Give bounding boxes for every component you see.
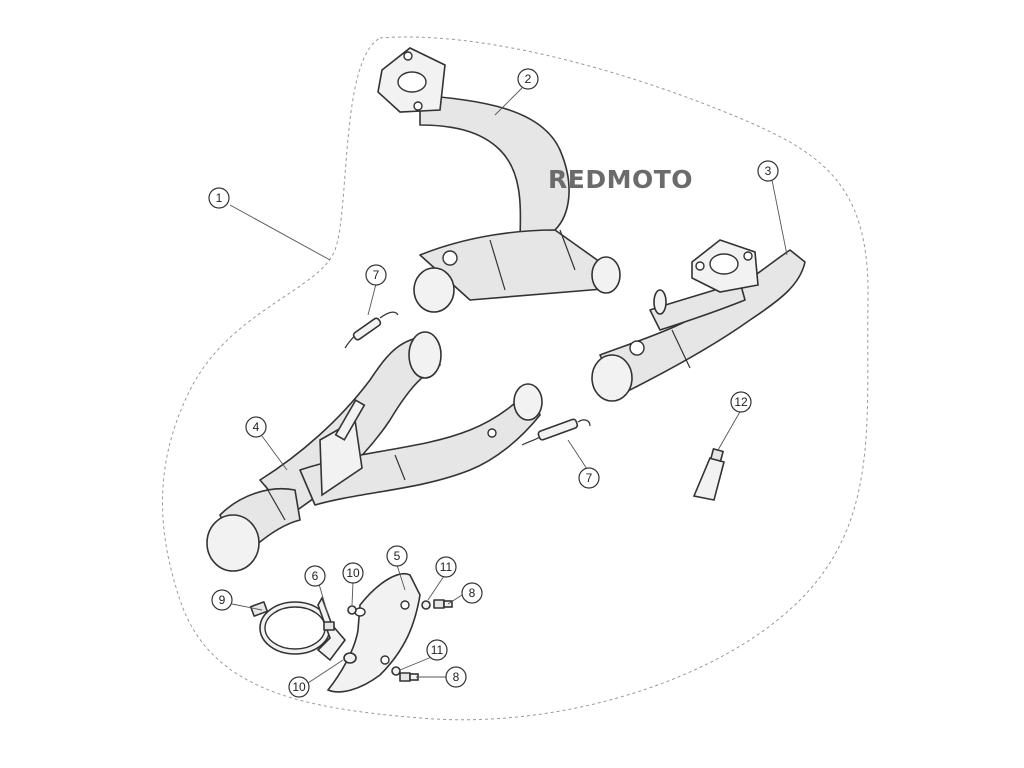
callout-8-upper: 8 xyxy=(461,582,483,604)
washer-11-upper xyxy=(421,600,431,610)
callout-7-upper: 7 xyxy=(365,264,387,286)
washer-10-upper xyxy=(347,605,357,615)
callout-2: 2 xyxy=(517,68,539,90)
callout-11-lower: 11 xyxy=(426,639,448,661)
svg-text:10: 10 xyxy=(292,680,306,694)
sealant-tube xyxy=(692,448,725,501)
callout-8-lower: 8 xyxy=(445,666,467,688)
washer-11-lower xyxy=(391,666,401,676)
callout-12: 12 xyxy=(730,391,752,413)
svg-text:11: 11 xyxy=(440,560,453,574)
callout-5: 5 xyxy=(386,545,408,567)
callout-10-lower: 10 xyxy=(288,676,310,698)
assembly-outline xyxy=(162,36,869,721)
svg-text:2: 2 xyxy=(525,72,532,86)
spring-lower xyxy=(521,418,591,446)
svg-text:5: 5 xyxy=(394,549,401,563)
spring-upper xyxy=(344,311,399,349)
svg-text:8: 8 xyxy=(469,586,476,600)
callout-11-upper: 11 xyxy=(435,556,457,578)
bolt-8-lower xyxy=(399,672,419,682)
callout-6: 6 xyxy=(304,565,326,587)
svg-text:10: 10 xyxy=(346,566,360,580)
svg-text:4: 4 xyxy=(253,420,260,434)
pipe-clamp xyxy=(249,601,331,655)
svg-text:1: 1 xyxy=(216,191,223,205)
svg-text:6: 6 xyxy=(312,569,319,583)
header-flange-upper xyxy=(377,47,446,113)
svg-text:9: 9 xyxy=(219,593,226,607)
header-flange-right xyxy=(691,239,759,293)
y-collector-pipe xyxy=(206,331,543,572)
svg-text:3: 3 xyxy=(765,164,772,178)
callout-9: 9 xyxy=(211,589,233,611)
bolt-8-upper xyxy=(433,599,453,609)
callout-1: 1 xyxy=(208,187,230,209)
svg-text:12: 12 xyxy=(734,395,748,409)
callout-3: 3 xyxy=(757,160,779,182)
callout-4: 4 xyxy=(245,416,267,438)
callout-7-lower: 7 xyxy=(578,467,600,489)
svg-text:7: 7 xyxy=(373,268,380,282)
washer-10-lower xyxy=(343,652,357,664)
callout-10-upper: 10 xyxy=(342,562,364,584)
svg-text:8: 8 xyxy=(453,670,460,684)
svg-text:7: 7 xyxy=(586,471,593,485)
watermark-text: REDMOTO xyxy=(548,165,693,194)
mounting-bracket xyxy=(316,596,347,662)
header-pipe-upper xyxy=(413,94,621,313)
svg-text:11: 11 xyxy=(431,643,444,657)
